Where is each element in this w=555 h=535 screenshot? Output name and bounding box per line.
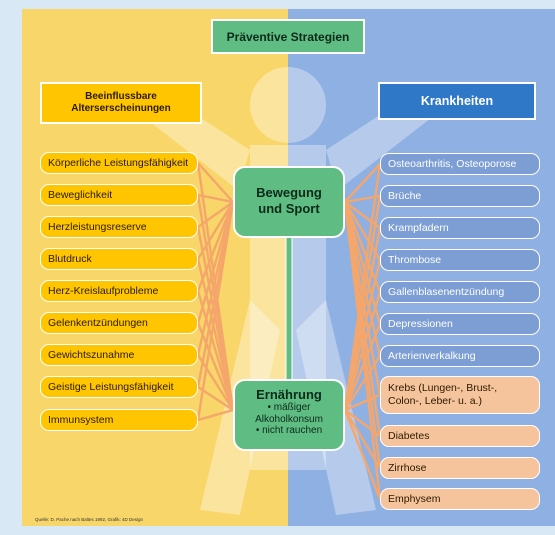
center-node-text: Alkoholkonsum <box>255 413 323 425</box>
right-item-label: Emphysem <box>388 493 441 505</box>
right-item-label: Colon-, Leber- u. a.) <box>388 395 482 407</box>
right-item: Gallenblasenentzündung <box>380 281 540 303</box>
left-item: Beweglichkeit <box>40 184 198 206</box>
left-header: Beeinflussbare Alterserscheinungen <box>40 82 202 124</box>
center-node-nutrition: Ernährung • mäßiger Alkoholkonsum • nich… <box>233 379 345 451</box>
connection-line <box>344 163 381 203</box>
connection-line <box>343 409 382 500</box>
left-item-label: Beweglichkeit <box>48 189 113 201</box>
center-node-text: Bewegung <box>256 185 322 200</box>
connection-line <box>343 201 382 261</box>
right-item: Diabetes <box>380 425 540 447</box>
connection-line <box>197 193 234 204</box>
right-item: Osteoarthritis, Osteoporose <box>380 153 540 175</box>
left-header-line2: Alterserscheinungen <box>71 103 171 114</box>
right-item-label: Thrombose <box>388 254 442 266</box>
left-item-label: Körperliche Leistungsfähigkeit <box>48 157 189 169</box>
title-text: Präventive Strategien <box>226 29 350 44</box>
right-item-label: Gallenblasenentzündung <box>388 286 505 298</box>
connection-line <box>196 258 235 411</box>
center-node-exercise: Bewegung und Sport <box>233 166 345 238</box>
right-item-label: Osteoarthritis, Osteoporose <box>388 158 517 170</box>
left-item-label: Gewichtszunahme <box>48 349 135 361</box>
right-item: Zirrhose <box>380 457 540 479</box>
left-header-line1: Beeinflussbare <box>85 91 157 102</box>
connection-line <box>344 194 381 204</box>
left-item: Immunsystem <box>40 409 198 431</box>
left-item: Herz-Kreislaufprobleme <box>40 280 198 302</box>
connection-lines <box>196 162 382 500</box>
right-item-label: Krebs (Lungen-, Brust-, <box>388 382 498 394</box>
right-item: Emphysem <box>380 488 540 510</box>
right-item-label: Diabetes <box>388 430 430 442</box>
center-node-title: Ernährung <box>256 387 322 402</box>
connection-line <box>196 322 235 411</box>
right-header: Krankheiten <box>378 82 536 120</box>
connection-line <box>196 201 235 292</box>
center-node-text: und Sport <box>258 201 320 216</box>
right-item: Krampfadern <box>380 217 540 239</box>
title-banner: Präventive Strategien <box>211 19 365 54</box>
connection-line <box>343 201 382 500</box>
connection-line <box>343 201 382 293</box>
right-item-label: Depressionen <box>388 318 453 330</box>
left-item: Blutdruck <box>40 248 198 270</box>
left-item-label: Herz-Kreislaufprobleme <box>48 285 159 297</box>
right-item-label: Brüche <box>388 190 422 202</box>
source-note: Quelle: D. Pache nach Baltes 1992, Grafi… <box>35 517 144 522</box>
right-item: Depressionen <box>380 313 540 335</box>
left-item-label: Gelenkentzündungen <box>48 317 148 329</box>
left-item-label: Blutdruck <box>48 253 92 265</box>
connection-line <box>197 201 234 228</box>
connection-line <box>197 162 234 203</box>
left-item: Gewichtszunahme <box>40 344 198 366</box>
connection-line <box>196 354 235 411</box>
center-node-text: • mäßiger <box>267 402 311 413</box>
left-item: Körperliche Leistungsfähigkeit <box>40 152 198 174</box>
left-item: Gelenkentzündungen <box>40 312 198 334</box>
right-item: Arterienverkalkung <box>380 345 540 367</box>
connection-line <box>197 408 234 422</box>
left-item: Herzleistungsreserve <box>40 216 198 238</box>
connection-line <box>344 201 381 229</box>
right-item-cancer: Krebs (Lungen-, Brust-, Colon-, Leber- u… <box>380 376 540 414</box>
connection-line <box>196 201 235 260</box>
center-node-text: • nicht rauchen <box>255 425 323 436</box>
right-item: Thrombose <box>380 249 540 271</box>
connection-line <box>196 290 235 411</box>
left-item-label: Geistige Leistungsfähigkeit <box>48 381 174 393</box>
right-item: Brüche <box>380 185 540 207</box>
connection-line <box>196 201 235 421</box>
right-item-label: Zirrhose <box>388 462 427 474</box>
left-item: Geistige Leistungsfähigkeit <box>40 376 198 398</box>
right-header-text: Krankheiten <box>420 94 494 108</box>
left-item-label: Immunsystem <box>48 414 114 426</box>
right-item-label: Krampfadern <box>388 222 449 234</box>
connection-line <box>343 323 382 411</box>
left-item-label: Herzleistungsreserve <box>48 221 147 233</box>
center-connector <box>285 235 293 382</box>
right-item-label: Arterienverkalkung <box>388 350 476 362</box>
